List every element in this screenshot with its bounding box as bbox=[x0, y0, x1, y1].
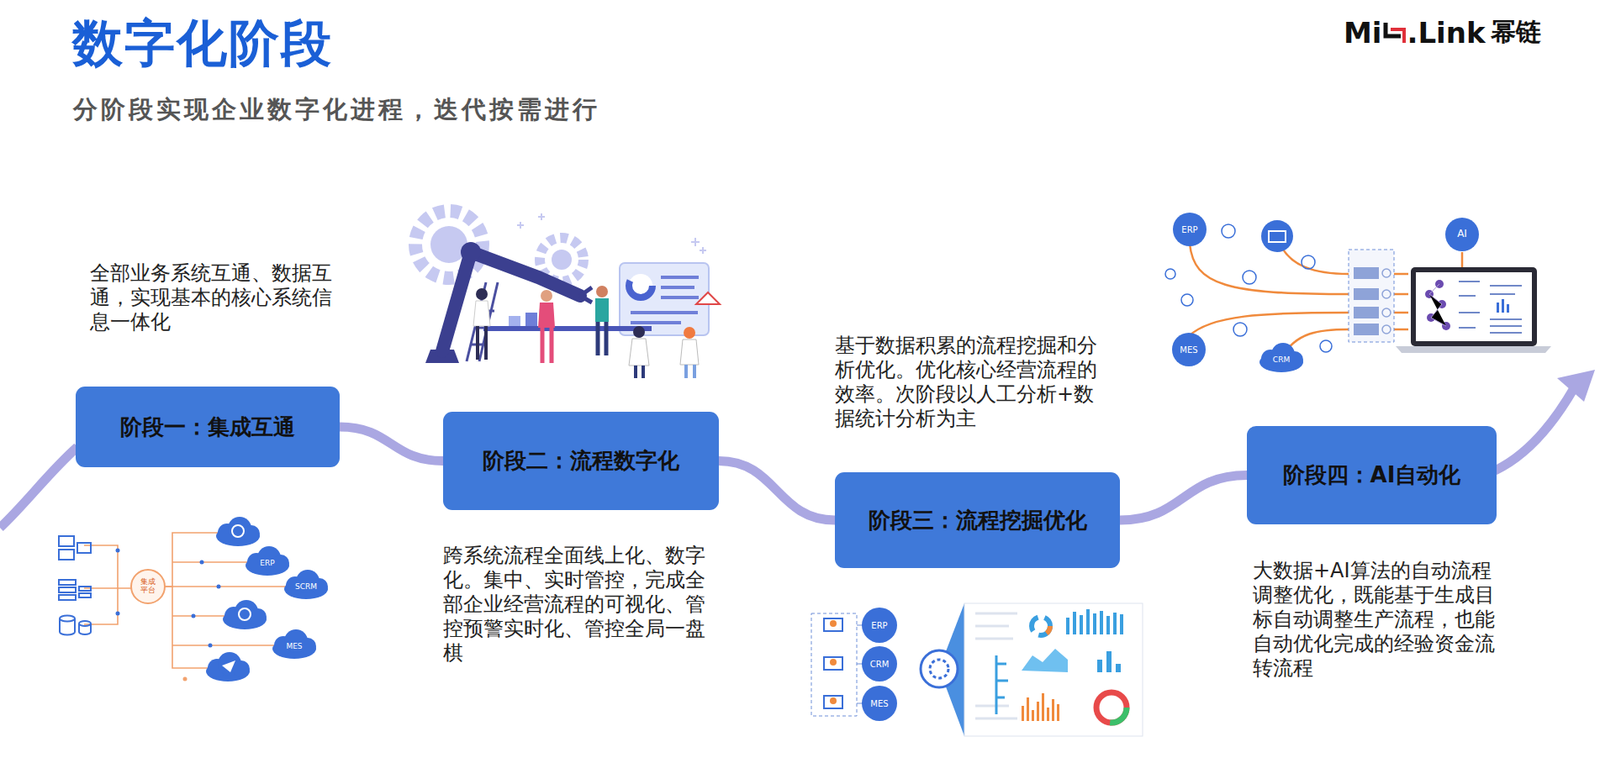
hub-circle bbox=[131, 570, 165, 604]
system-label: MES bbox=[1179, 345, 1198, 355]
logo-text: .Link bbox=[1407, 15, 1486, 50]
system-clouds bbox=[205, 517, 328, 682]
progress-wave bbox=[0, 369, 1595, 529]
hub-label: 集成平台 bbox=[139, 578, 157, 596]
logo-mark bbox=[1382, 17, 1408, 48]
logo-text: 幂链 bbox=[1490, 15, 1542, 50]
subtitle: 分阶段实现企业数字化进程，迭代按需进行 bbox=[73, 95, 601, 125]
system-label: ERP bbox=[259, 559, 275, 569]
mining-dashboard bbox=[811, 603, 1143, 737]
source-icons bbox=[58, 536, 91, 636]
system-label: ERP bbox=[1181, 225, 1198, 235]
stage-description: 跨系统流程全面线上化、数字化。集中、实时管控，完成全部企业经营流程的可视化、管控… bbox=[443, 543, 714, 666]
system-label: CRM bbox=[870, 660, 890, 670]
wave-connector bbox=[1119, 475, 1247, 522]
stage-description: 全部业务系统互通、数据互通，实现基本的核心系统信息一体化 bbox=[89, 261, 341, 335]
factory-illustration bbox=[415, 211, 720, 379]
system-label: ERP bbox=[871, 621, 888, 631]
system-label: MES bbox=[285, 643, 302, 652]
system-label: AI bbox=[1457, 228, 1468, 240]
stage-title: 阶段一：集成互通 bbox=[120, 412, 296, 443]
wave-connector bbox=[339, 427, 444, 462]
stage-box: 阶段一：集成互通 bbox=[75, 386, 340, 468]
stage-title: 阶段四：AI自动化 bbox=[1283, 460, 1462, 491]
system-label: MES bbox=[870, 699, 888, 709]
stage-box: 阶段四：AI自动化 bbox=[1246, 426, 1497, 525]
stage-box: 阶段二：流程数字化 bbox=[443, 411, 719, 511]
system-label: SCRM bbox=[295, 583, 317, 592]
integration-dots bbox=[116, 549, 222, 682]
stage-box: 阶段三：流程挖掘优化 bbox=[834, 472, 1120, 569]
logo-text: Mi bbox=[1343, 15, 1383, 50]
stage-title: 阶段三：流程挖掘优化 bbox=[868, 506, 1088, 536]
stage-description: 大数据+AI算法的自动流程调整优化，既能基于生成目标自动调整生产流程，也能自动优… bbox=[1252, 559, 1499, 682]
brand-logo: Mi .Link幂链 bbox=[1343, 15, 1542, 50]
ai-automation-illustration bbox=[1165, 212, 1552, 373]
stage-title: 阶段二：流程数字化 bbox=[482, 446, 680, 476]
stage-description: 基于数据积累的流程挖掘和分析优化。优化核心经营流程的效率。次阶段以人工分析+数据… bbox=[834, 333, 1106, 432]
page-title: 数字化阶段 bbox=[72, 10, 333, 79]
wave-connector bbox=[718, 461, 835, 522]
system-label: CRM bbox=[1272, 356, 1290, 365]
